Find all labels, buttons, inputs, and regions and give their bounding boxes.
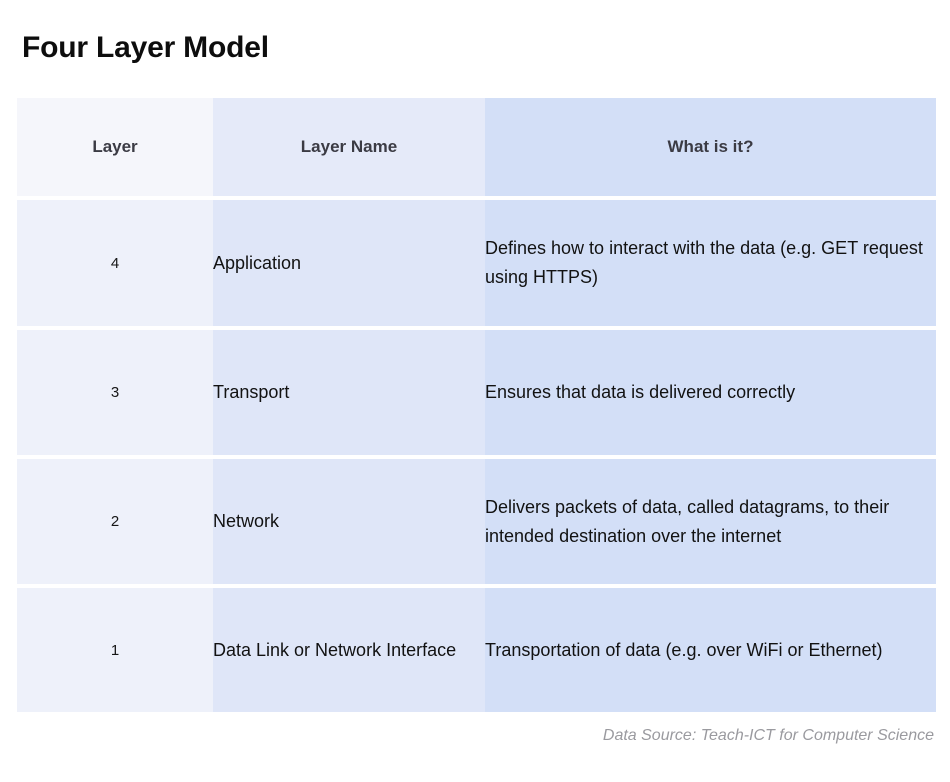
table-row: 4 Application Defines how to interact wi…: [17, 200, 936, 326]
column-header-layer: Layer: [17, 98, 213, 196]
table-header: Layer Layer Name What is it?: [17, 98, 936, 196]
table-header-row: Layer Layer Name What is it?: [17, 98, 936, 196]
cell-layer-name: Network: [213, 459, 485, 584]
column-header-layer-name: Layer Name: [213, 98, 485, 196]
table-body: 4 Application Defines how to interact wi…: [17, 196, 936, 712]
row-divider-cell: [17, 455, 213, 459]
row-divider: [17, 584, 936, 588]
cell-layer-name: Transport: [213, 330, 485, 455]
row-divider-cell: [485, 455, 936, 459]
row-divider: [17, 196, 936, 200]
cell-description: Delivers packets of data, called datagra…: [485, 459, 936, 584]
row-divider-cell: [213, 584, 485, 588]
row-divider: [17, 455, 936, 459]
row-divider-cell: [485, 196, 936, 200]
data-source-footnote: Data Source: Teach-ICT for Computer Scie…: [602, 727, 934, 744]
row-divider: [17, 326, 936, 330]
row-divider-cell: [17, 584, 213, 588]
cell-layer-name: Application: [213, 200, 485, 326]
row-divider-cell: [213, 196, 485, 200]
cell-layer-number: 1: [17, 588, 213, 712]
cell-description: Transportation of data (e.g. over WiFi o…: [485, 588, 936, 712]
cell-description: Defines how to interact with the data (e…: [485, 200, 936, 326]
four-layer-model-table: Layer Layer Name What is it? 4 Applicati…: [17, 98, 936, 712]
page-title: Four Layer Model: [22, 31, 269, 64]
table-row: 1 Data Link or Network Interface Transpo…: [17, 588, 936, 712]
cell-layer-number: 3: [17, 330, 213, 455]
table-row: 3 Transport Ensures that data is deliver…: [17, 330, 936, 455]
table-row: 2 Network Delivers packets of data, call…: [17, 459, 936, 584]
row-divider-cell: [485, 584, 936, 588]
column-header-what-is-it: What is it?: [485, 98, 936, 196]
row-divider-cell: [17, 196, 213, 200]
row-divider-cell: [213, 455, 485, 459]
row-divider-cell: [17, 326, 213, 330]
row-divider-cell: [485, 326, 936, 330]
cell-layer-number: 4: [17, 200, 213, 326]
row-divider-cell: [213, 326, 485, 330]
cell-layer-name: Data Link or Network Interface: [213, 588, 485, 712]
cell-layer-number: 2: [17, 459, 213, 584]
cell-description: Ensures that data is delivered correctly: [485, 330, 936, 455]
